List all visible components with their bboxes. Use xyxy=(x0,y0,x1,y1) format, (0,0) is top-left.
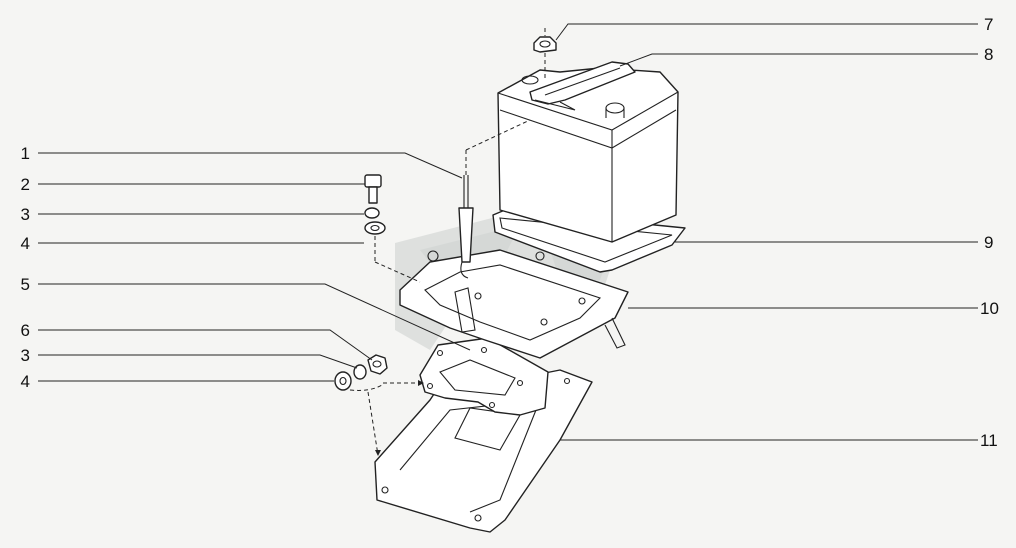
hold-down-bar-part-8 xyxy=(529,61,636,111)
battery-body xyxy=(497,67,679,243)
callout-2: 2 xyxy=(20,175,30,194)
callout-3-upper: 3 xyxy=(20,205,30,224)
callout-7: 7 xyxy=(984,15,994,34)
assembly-dashed-lines xyxy=(349,28,546,456)
callout-9: 9 xyxy=(984,233,994,252)
callout-10: 10 xyxy=(980,299,999,318)
callout-8: 8 xyxy=(984,45,994,64)
callout-5: 5 xyxy=(20,275,30,294)
callout-6: 6 xyxy=(20,321,30,340)
bolt-part-2 xyxy=(364,174,382,204)
nut-part-6 xyxy=(367,354,388,375)
callout-1: 1 xyxy=(20,144,30,163)
hold-down-rod-part-1 xyxy=(458,175,474,279)
flat-washer-part-4-lower xyxy=(334,371,352,391)
callout-11: 11 xyxy=(980,431,998,450)
callout-4-lower: 4 xyxy=(20,372,30,391)
callout-4-upper: 4 xyxy=(20,234,30,253)
mount-block-part-5 xyxy=(419,337,549,416)
callout-3-lower: 3 xyxy=(20,346,30,365)
leader-lines xyxy=(38,23,978,441)
nut-part-7 xyxy=(533,36,557,53)
flat-washer-part-4-upper xyxy=(364,221,386,235)
lock-washer-part-3-upper xyxy=(364,207,380,219)
lock-washer-part-3-lower xyxy=(353,364,367,380)
